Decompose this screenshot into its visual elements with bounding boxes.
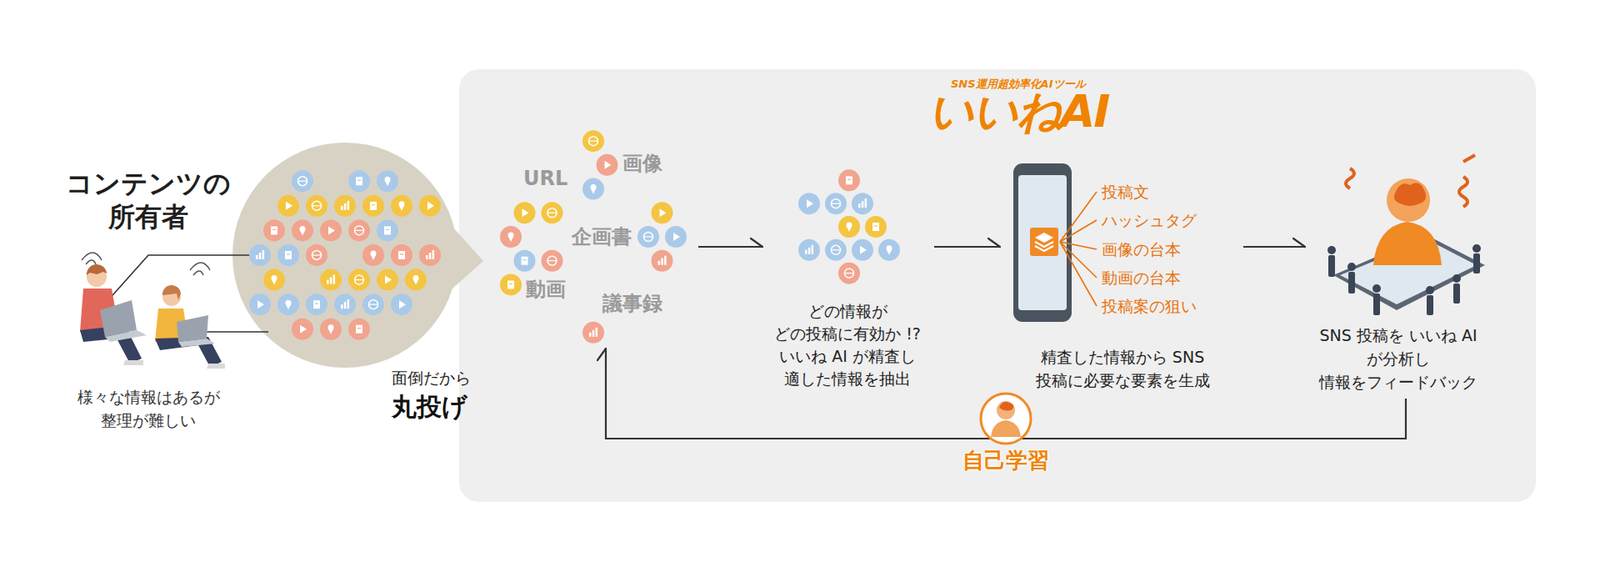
info-icon bbox=[348, 269, 370, 291]
info-icon bbox=[320, 219, 342, 241]
info-icon bbox=[305, 293, 328, 315]
info-icon bbox=[334, 195, 356, 217]
info-icon bbox=[838, 262, 860, 285]
output-item: 投稿案の狙い bbox=[1101, 295, 1197, 317]
output-item: 動画の台本 bbox=[1101, 267, 1181, 289]
phone-leader-lines bbox=[1060, 191, 1097, 306]
info-icon bbox=[865, 215, 887, 238]
info-icon bbox=[263, 269, 285, 291]
arrow-head bbox=[988, 238, 1000, 247]
info-icons bbox=[249, 130, 900, 344]
info-icon bbox=[334, 293, 356, 315]
output-item: 画像の台本 bbox=[1101, 239, 1181, 260]
output-item: ハッシュタグ bbox=[1101, 210, 1197, 231]
info-icon bbox=[305, 195, 328, 217]
info-icon bbox=[362, 244, 385, 266]
info-icon bbox=[305, 244, 328, 266]
step-text: 精査した情報から SNS 投稿に必要な要素を生成 bbox=[1035, 345, 1210, 392]
info-icon bbox=[651, 250, 674, 272]
info-icon bbox=[651, 201, 674, 224]
info-icon bbox=[825, 192, 847, 215]
info-icon bbox=[362, 195, 385, 217]
info-icon bbox=[582, 321, 605, 344]
note-text: 面倒だから bbox=[391, 367, 471, 389]
info-icon bbox=[291, 219, 314, 241]
flow-connector bbox=[698, 238, 763, 247]
owner-caption: 様々な情報はあるが 整理が難しい bbox=[77, 385, 220, 432]
info-icon bbox=[249, 293, 271, 315]
info-icon bbox=[320, 269, 342, 291]
info-label: 動画 bbox=[525, 276, 566, 303]
output-item: 投稿文 bbox=[1101, 181, 1150, 203]
learning-head-icon bbox=[980, 393, 1031, 444]
info-icon bbox=[514, 201, 536, 224]
info-icon bbox=[348, 170, 370, 192]
info-icon bbox=[277, 244, 300, 266]
info-label: URL bbox=[523, 165, 568, 192]
info-label: 議事録 bbox=[602, 290, 663, 317]
info-icon bbox=[376, 219, 399, 241]
info-icon bbox=[291, 318, 314, 340]
info-icon bbox=[390, 195, 413, 217]
info-label: 企画書 bbox=[571, 224, 632, 250]
arrow-head bbox=[1293, 238, 1305, 247]
info-icon bbox=[541, 250, 564, 272]
info-icon bbox=[348, 318, 370, 340]
arrow-head bbox=[597, 348, 606, 360]
info-icon bbox=[851, 239, 874, 261]
info-icon bbox=[838, 215, 860, 238]
info-icon bbox=[320, 318, 342, 340]
info-icon bbox=[277, 195, 300, 217]
info-icon bbox=[637, 225, 660, 248]
info-icon bbox=[249, 244, 271, 266]
info-icon bbox=[798, 239, 820, 261]
people-illustration bbox=[80, 252, 225, 369]
speech-bubble bbox=[232, 142, 484, 368]
info-icon bbox=[419, 244, 441, 266]
info-icon bbox=[348, 219, 370, 241]
flow-connector bbox=[1243, 238, 1305, 247]
info-icon bbox=[263, 219, 285, 241]
info-icon bbox=[500, 225, 522, 248]
info-icon bbox=[825, 239, 847, 261]
arrow-head bbox=[750, 238, 763, 247]
info-icon bbox=[390, 244, 413, 266]
info-icon bbox=[878, 239, 900, 261]
step-text: SNS 投稿を いいね AI が分析し 情報をフィードバック bbox=[1319, 323, 1478, 394]
info-icon bbox=[405, 269, 427, 291]
flow-connector bbox=[934, 238, 1000, 247]
info-label: 画像 bbox=[622, 150, 663, 177]
note-emphasis: 丸投げ bbox=[391, 390, 468, 423]
tool-logo: いいねAI bbox=[928, 86, 1110, 137]
info-icon bbox=[798, 192, 820, 215]
info-icon bbox=[838, 169, 860, 191]
step-text: どの情報が どの投稿に有効か !? いいね AI が精査し 適した情報を抽出 bbox=[774, 300, 921, 390]
info-icon bbox=[514, 250, 536, 272]
info-icon bbox=[851, 192, 874, 215]
info-icon bbox=[291, 170, 314, 192]
info-icon bbox=[419, 195, 441, 217]
info-icon bbox=[596, 154, 619, 176]
info-icon bbox=[582, 178, 605, 200]
info-icon bbox=[362, 293, 385, 315]
info-icon bbox=[665, 225, 687, 248]
ai-analysis-illustration bbox=[1327, 155, 1485, 315]
info-icon bbox=[582, 130, 605, 152]
edge-label: 自己学習 bbox=[959, 445, 1053, 475]
info-icon bbox=[277, 293, 300, 315]
info-icon bbox=[541, 201, 564, 224]
info-icon bbox=[390, 293, 413, 315]
owner-heading: コンテンツの 所有者 bbox=[65, 166, 231, 234]
info-icon bbox=[376, 170, 399, 192]
info-icon bbox=[500, 273, 522, 295]
info-icon bbox=[376, 269, 399, 291]
